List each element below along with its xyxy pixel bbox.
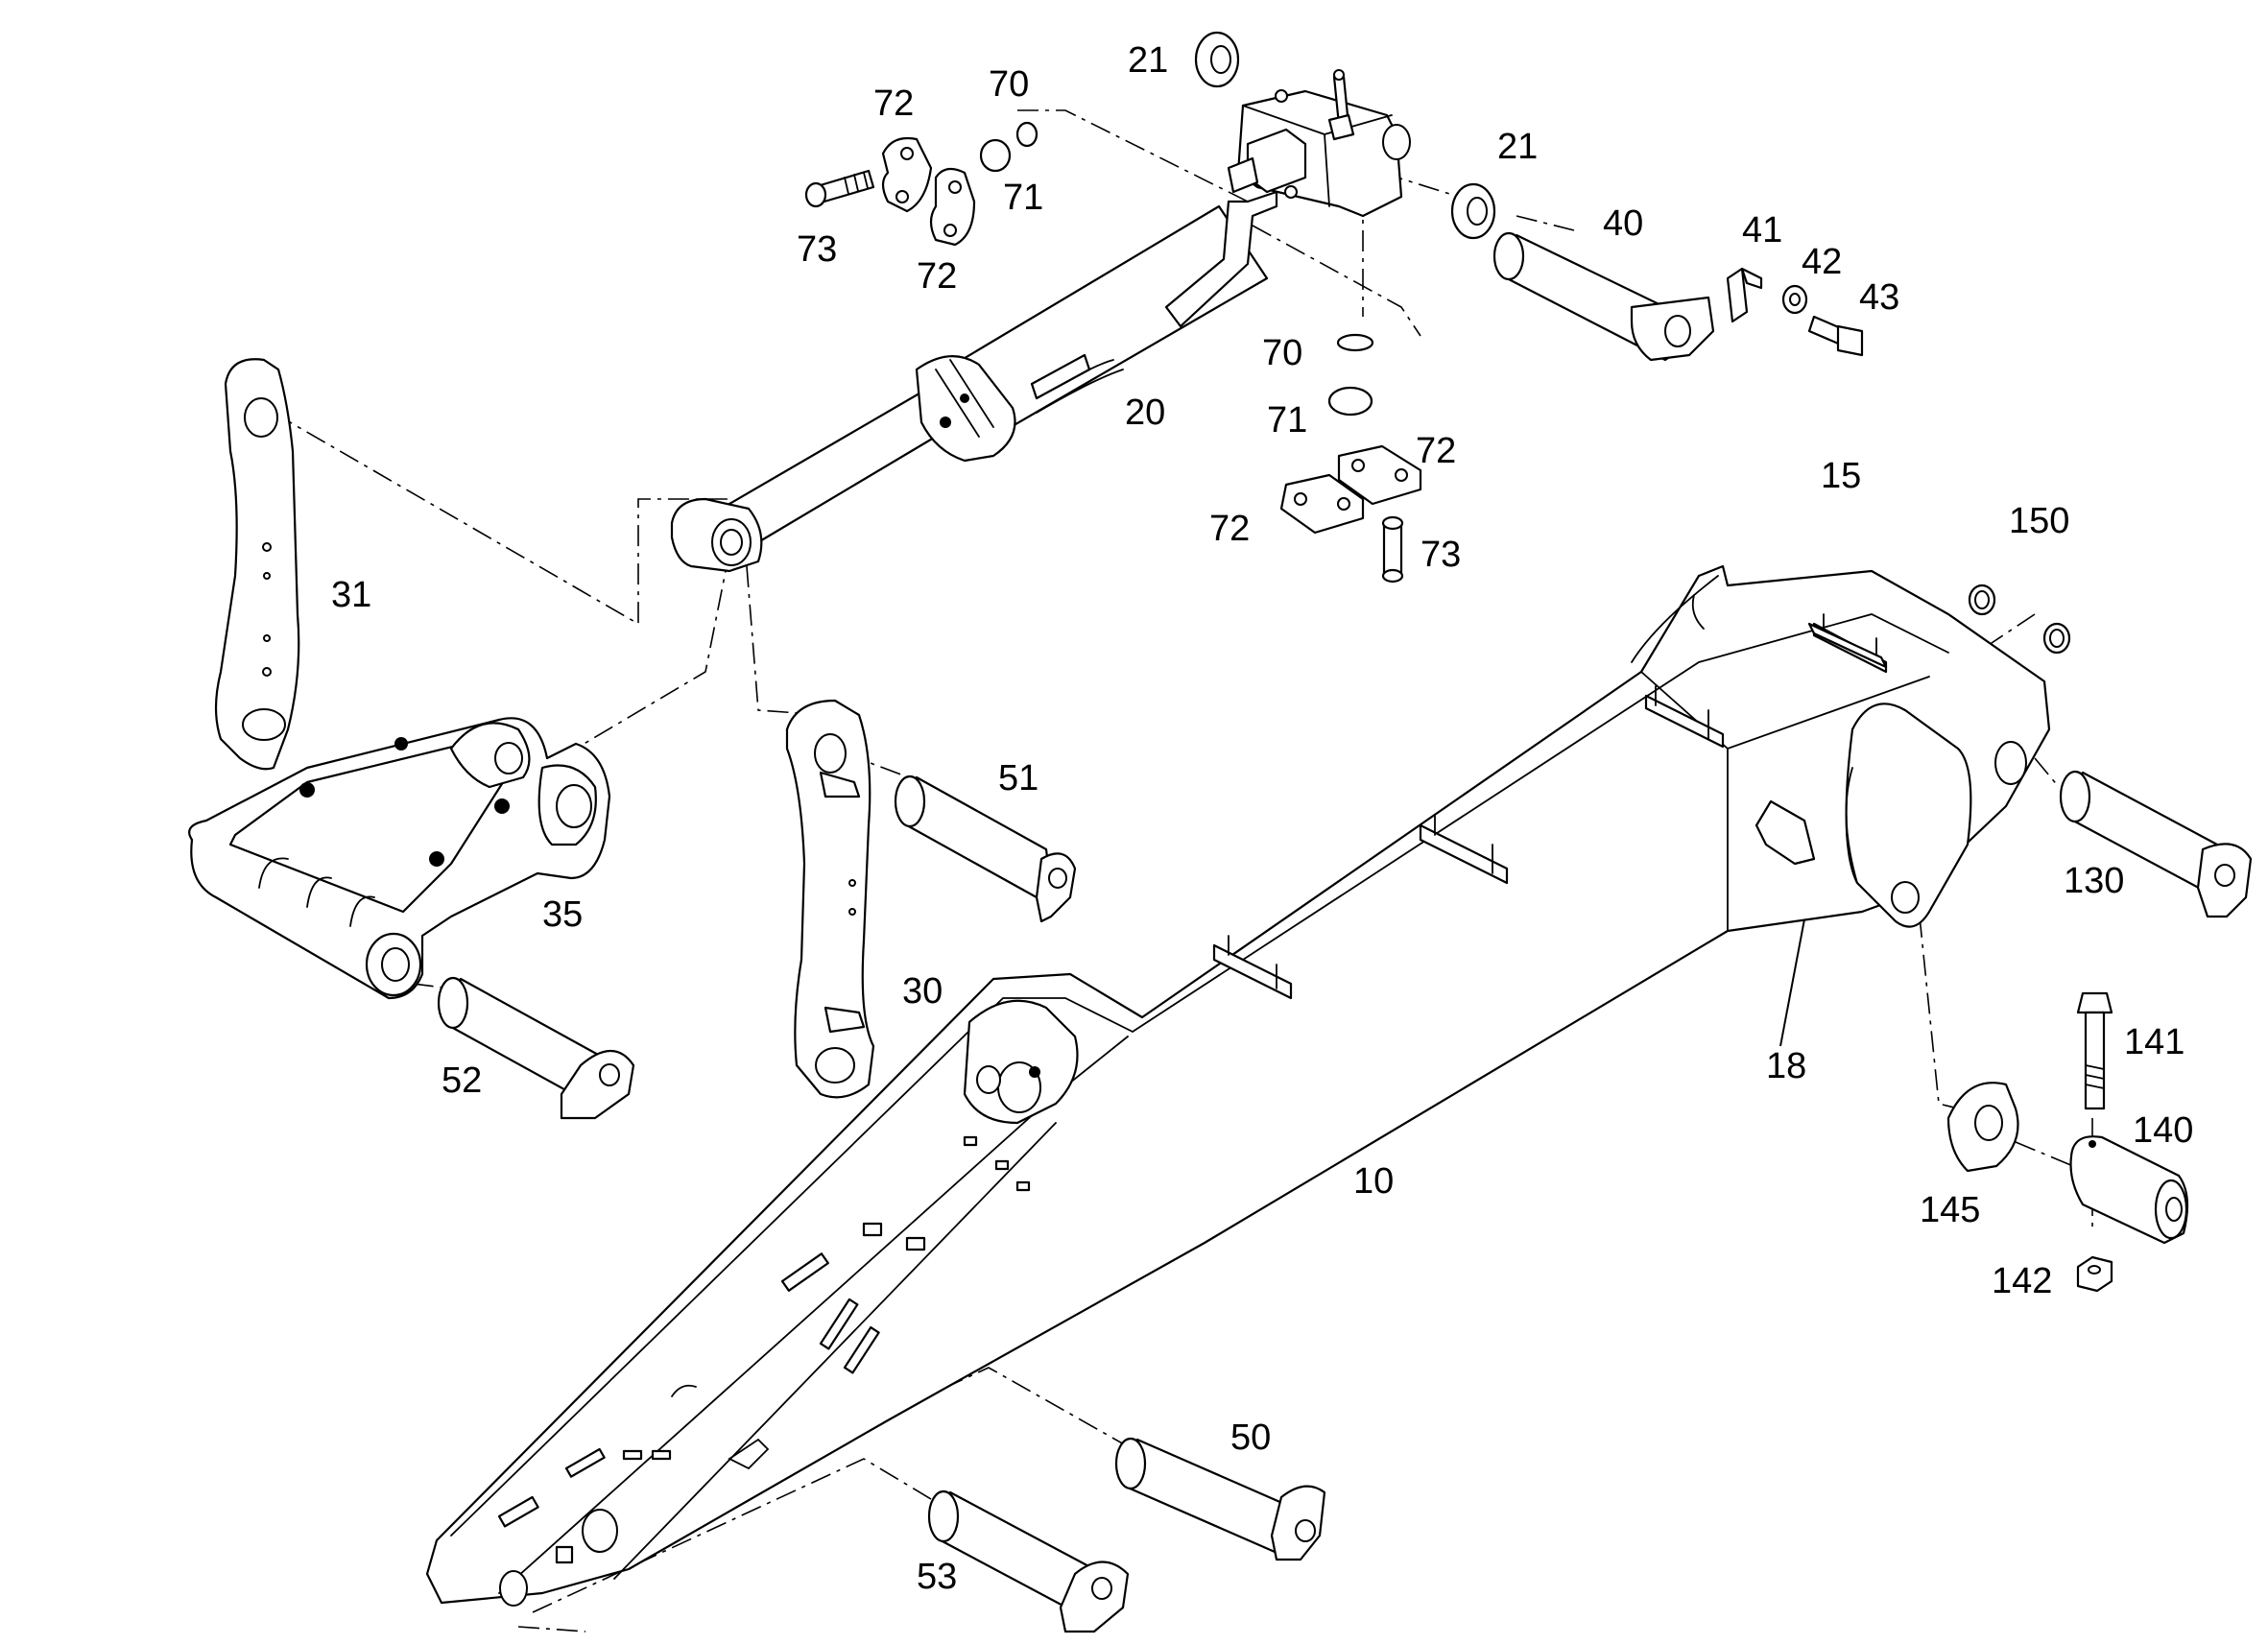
callout-145: 145 (1920, 1190, 1980, 1230)
pin-130 (2059, 770, 2253, 918)
callout-15: 15 (1821, 456, 1861, 496)
cover-15 (1807, 622, 1888, 669)
pin-52 (437, 976, 635, 1120)
oring-70-upper (1015, 121, 1039, 148)
callout-31: 31 (331, 575, 371, 615)
callout-140: 140 (2133, 1110, 2193, 1151)
pin-51 (894, 774, 1077, 923)
pin-53 (927, 1489, 1130, 1633)
callout-42: 42 (1802, 242, 1842, 282)
callout-51: 51 (998, 758, 1039, 798)
callout-70: 70 (1262, 333, 1302, 373)
seal-71-upper (979, 138, 1012, 173)
callout-150: 150 (2009, 501, 2069, 541)
callout-52: 52 (442, 1060, 482, 1101)
callout-130: 130 (2064, 861, 2124, 901)
callout-142: 142 (1992, 1261, 2052, 1301)
callout-30: 30 (902, 971, 943, 1012)
flange-half-72-upper-b (929, 167, 976, 247)
spacer-140 (2069, 1135, 2189, 1245)
callout-labels: 21 70 72 71 73 72 21 40 41 42 43 70 20 7… (331, 40, 2193, 1597)
callout-43: 43 (1859, 277, 1899, 318)
callout-73: 73 (1420, 535, 1461, 575)
callout-141: 141 (2124, 1022, 2184, 1062)
washer-145 (1946, 1082, 2019, 1173)
callout-72: 72 (917, 256, 957, 297)
link-31 (214, 358, 300, 771)
bracket-35 (188, 717, 611, 1000)
callout-53: 53 (917, 1557, 957, 1597)
flange-half-72-lower-a (1279, 473, 1365, 535)
pin-40 (1492, 231, 1715, 362)
ring-150-b (2042, 622, 2071, 655)
shim-18 (1755, 799, 1816, 866)
callout-18: 18 (1766, 1046, 1806, 1086)
callout-10: 10 (1353, 1161, 1394, 1202)
oring-70-lower (1336, 333, 1374, 352)
bushing-21-right (1450, 182, 1496, 240)
bolt-43 (1807, 315, 1864, 357)
callout-21: 21 (1128, 40, 1168, 81)
callout-20: 20 (1125, 393, 1165, 433)
boom-10 (425, 564, 2051, 1607)
flange-half-72-upper-a (881, 136, 933, 213)
hydraulic-cylinder-20 (670, 69, 1411, 573)
bolt-73-upper (804, 169, 875, 208)
callout-71: 71 (1267, 400, 1307, 441)
washer-42 (1781, 284, 1808, 315)
seal-71-lower (1327, 386, 1373, 417)
flange-half-72-lower-b (1337, 444, 1422, 506)
nut-142 (2076, 1255, 2113, 1293)
link-30 (785, 699, 875, 1099)
callout-72: 72 (1209, 509, 1250, 549)
callout-21: 21 (1497, 127, 1538, 167)
retainer-plate-41 (1726, 267, 1763, 323)
callout-72: 72 (1416, 431, 1456, 471)
callout-72: 72 (873, 83, 914, 124)
bushing-21-top (1194, 31, 1240, 88)
bolt-141 (2076, 991, 2113, 1110)
pin-50 (1114, 1437, 1326, 1561)
callout-35: 35 (542, 894, 583, 935)
ring-150-a (1968, 584, 1996, 616)
callout-73: 73 (797, 229, 837, 270)
callout-50: 50 (1230, 1418, 1271, 1458)
callout-41: 41 (1742, 210, 1782, 250)
bolt-73-lower (1381, 515, 1404, 584)
callout-70: 70 (989, 64, 1029, 105)
callout-40: 40 (1603, 203, 1643, 244)
callout-71: 71 (1003, 178, 1043, 218)
